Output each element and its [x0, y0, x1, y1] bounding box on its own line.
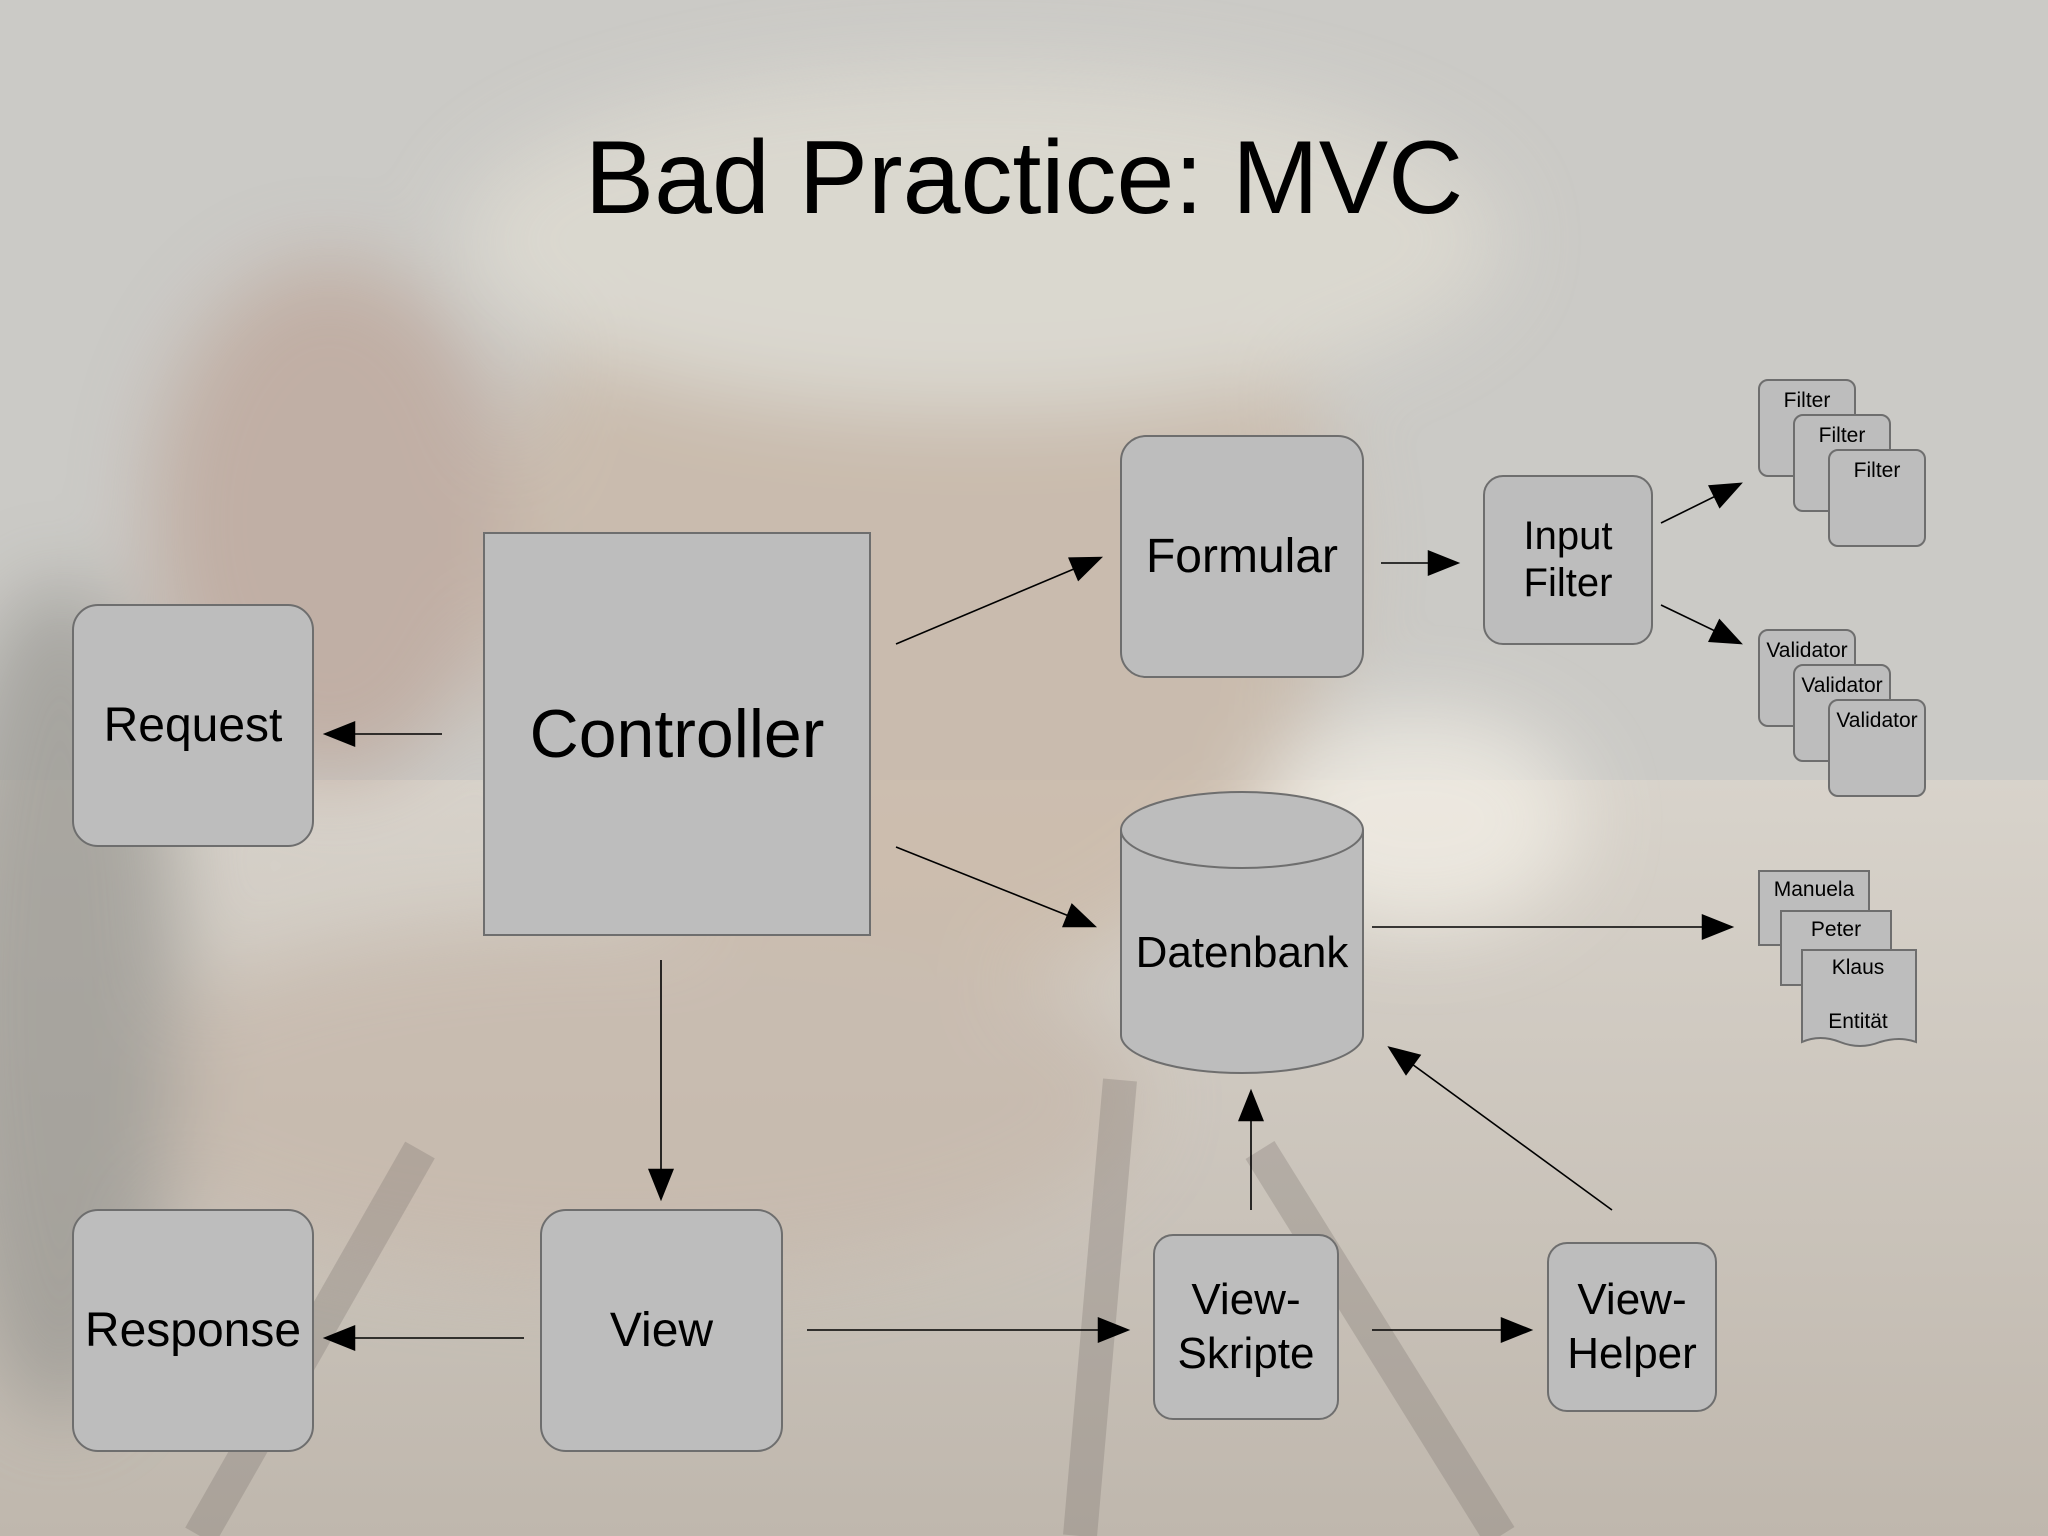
validator-card-label: Validator: [1801, 674, 1883, 697]
formular-label: Formular: [1145, 529, 1339, 583]
entity-card-label: Klaus: [1831, 956, 1885, 979]
view-helper-box: View- Helper: [1547, 1242, 1717, 1412]
input-filter-box: Input Filter: [1483, 475, 1653, 645]
input-filter-label-line2: Filter: [1523, 561, 1613, 605]
filter-card: Filter: [1828, 449, 1926, 547]
entity-card-label: Peter: [1810, 918, 1862, 941]
entity-label: Entität: [1828, 1010, 1888, 1033]
request-label: Request: [103, 698, 283, 752]
view-skripte-line1: View-: [1191, 1275, 1301, 1324]
controller-box: Controller: [483, 532, 871, 936]
slide-title: Bad Practice: MVC: [584, 120, 1464, 236]
view-helper-line2: Helper: [1567, 1329, 1697, 1378]
entity-card-label: Manuela: [1773, 878, 1855, 901]
view-helper-line1: View-: [1577, 1275, 1687, 1324]
entity-card: Klaus: [1802, 950, 1914, 1026]
formular-box: Formular: [1120, 435, 1364, 678]
view-skripte-line2: Skripte: [1177, 1329, 1315, 1378]
datenbank-label: Datenbank: [1135, 928, 1349, 977]
response-label: Response: [84, 1303, 302, 1357]
view-label: View: [609, 1303, 714, 1357]
filter-card-label: Filter: [1853, 459, 1901, 482]
validator-card: Validator: [1828, 699, 1926, 797]
controller-label: Controller: [529, 696, 825, 772]
validator-card-label: Validator: [1836, 709, 1918, 732]
filter-card-label: Filter: [1783, 389, 1831, 412]
response-box: Response: [72, 1209, 314, 1452]
view-box: View: [540, 1209, 783, 1452]
view-skripte-box: View- Skripte: [1153, 1234, 1339, 1420]
request-box: Request: [72, 604, 314, 847]
input-filter-label: Input Filter: [1524, 513, 1613, 607]
input-filter-label-line1: Input: [1523, 514, 1613, 558]
filter-card-label: Filter: [1818, 424, 1866, 447]
validator-card-label: Validator: [1766, 639, 1848, 662]
